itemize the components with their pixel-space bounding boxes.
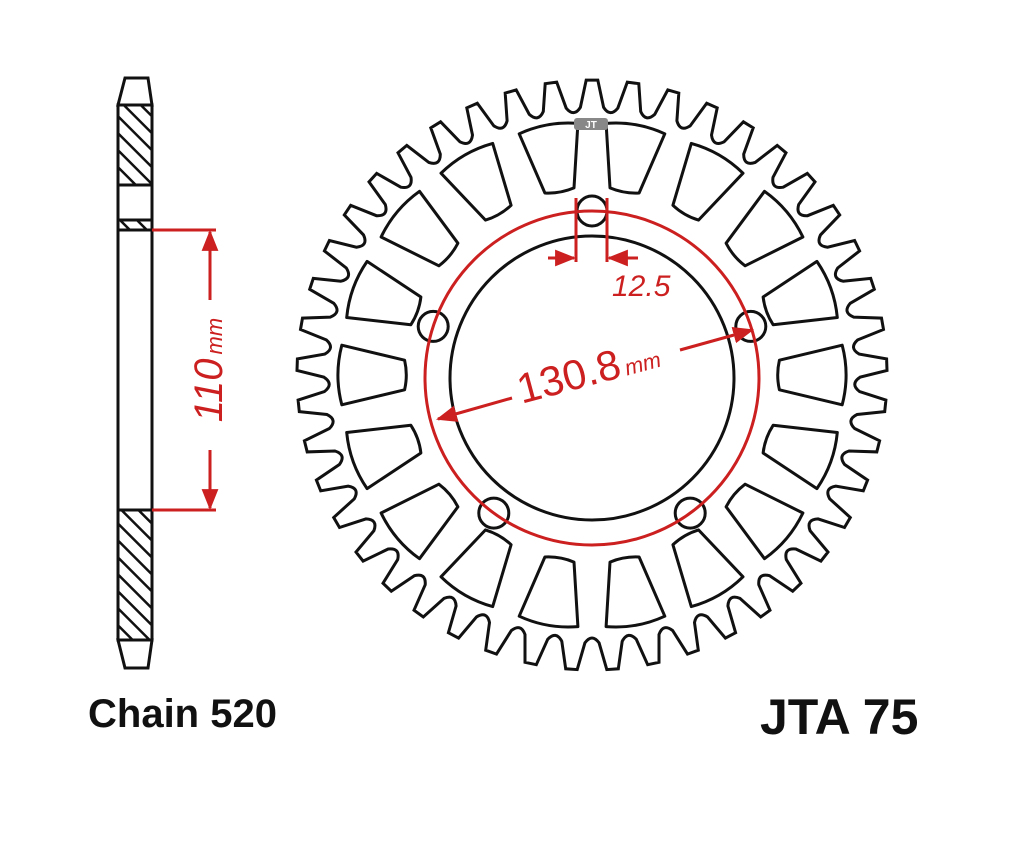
side-gap xyxy=(116,183,154,222)
window-cutout xyxy=(517,555,580,629)
pitch-circle xyxy=(423,209,761,547)
window-cutout xyxy=(604,555,667,629)
window-cutout xyxy=(776,343,848,407)
window-cutout xyxy=(604,121,667,195)
window-cutout xyxy=(761,423,839,491)
window-cutout xyxy=(761,259,839,327)
hub-offset-value: 110 xyxy=(187,358,231,422)
window-cutout xyxy=(439,528,513,609)
hub-offset-unit: mm xyxy=(202,318,227,355)
window-cutout xyxy=(671,528,745,609)
lightening-windows xyxy=(336,121,848,629)
window-cutout xyxy=(336,343,408,407)
window-cutout xyxy=(671,141,745,222)
window-cutout xyxy=(724,189,805,268)
window-cutout xyxy=(439,141,513,222)
hub-offset-dimension xyxy=(152,228,219,512)
side-top-hatch xyxy=(116,103,154,187)
model-label: JTA 75 xyxy=(760,689,919,745)
bolt-hole-dimension xyxy=(548,198,638,267)
center-bore xyxy=(448,234,736,522)
chain-label: Chain 520 xyxy=(88,692,277,736)
window-cutout xyxy=(345,259,423,327)
window-cutout xyxy=(379,189,460,268)
side-hub xyxy=(116,228,154,512)
svg-text:110mm: 110mm xyxy=(187,318,231,422)
side-bottom-chamfer xyxy=(116,638,154,670)
manufacturer-logo: JT xyxy=(574,118,608,131)
bolt-hole-label: 12.5 xyxy=(612,270,671,303)
pcd-dimension xyxy=(435,326,755,422)
side-view xyxy=(116,76,154,670)
svg-text:JT: JT xyxy=(585,120,597,131)
window-cutout xyxy=(724,482,805,561)
side-top-chamfer xyxy=(116,76,154,107)
hub-offset-label: 110mm xyxy=(187,318,231,422)
window-cutout xyxy=(345,423,423,491)
side-bottom-hatch xyxy=(116,508,154,642)
window-cutout xyxy=(379,482,460,561)
